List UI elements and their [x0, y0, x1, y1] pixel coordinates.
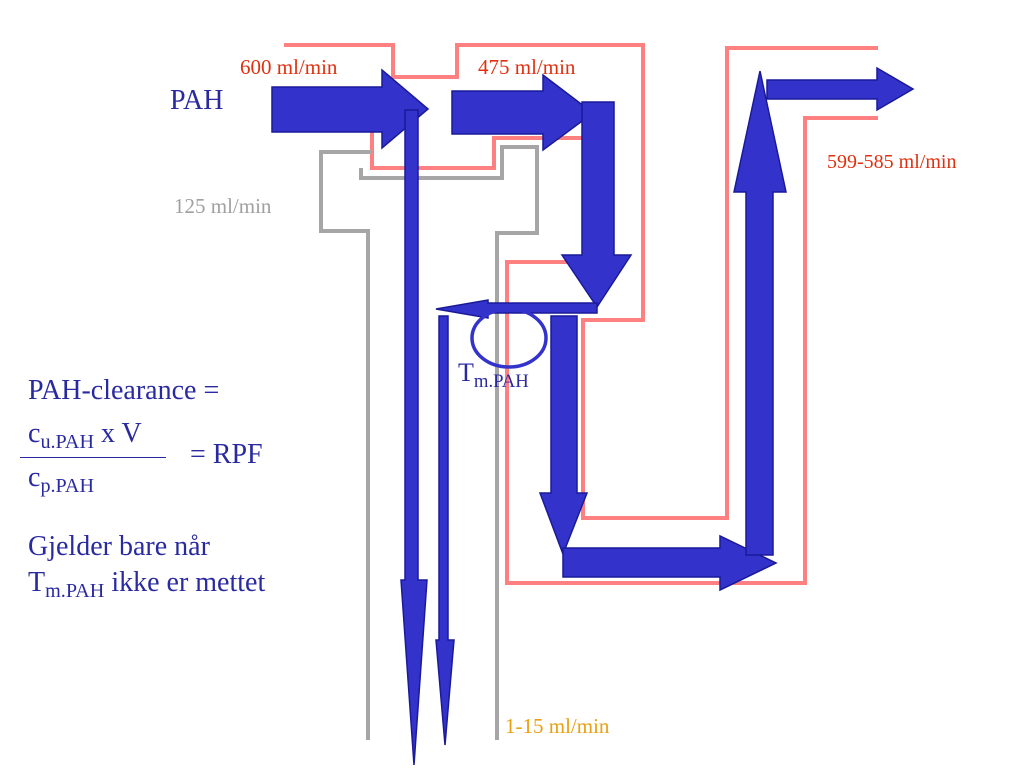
- urine-flow-label: 1-15 ml/min: [505, 714, 610, 738]
- denominator-subscript: p.PAH: [40, 475, 95, 498]
- secretion-down-arrow: [560, 101, 633, 309]
- fraction-bar: [20, 457, 166, 458]
- pah-label: PAH: [170, 85, 224, 116]
- flow-arrows: [271, 66, 915, 766]
- filtration-long-arrow: [400, 109, 428, 766]
- afferent-top-wall: [284, 43, 878, 520]
- tmax-label: Tm.PAH: [458, 358, 529, 391]
- numerator-base: c: [28, 418, 41, 449]
- denominator-base: c: [28, 462, 41, 493]
- tubule-right-arrow: [562, 534, 778, 592]
- validity-note-line2: Tm.PAH ikke er mettet: [28, 567, 266, 602]
- tubule-down-arrow: [538, 315, 589, 557]
- equation-lhs: PAH-clearance =: [28, 375, 220, 406]
- capsule-left-wall: [319, 150, 372, 740]
- filtration-label: 125 ml/min: [174, 194, 272, 218]
- numerator-subscript: u.PAH: [40, 431, 95, 454]
- equation-denominator: cp.PAH: [28, 462, 94, 497]
- efferent-bottom-wall: [370, 100, 602, 170]
- peritubular-flow-arrow: [451, 73, 595, 152]
- validity-note-line1: Gjelder bare når: [28, 531, 210, 562]
- venous-outflow-arrow: [766, 66, 915, 112]
- venous-up-arrow: [733, 70, 787, 556]
- numerator-rest: x V: [94, 418, 142, 449]
- renal-inflow-label: 600 ml/min: [240, 55, 338, 79]
- peritubular-flow-label: 475 ml/min: [478, 55, 576, 79]
- capsule-inner-wall: [359, 145, 539, 740]
- urine-thin-arrow: [435, 315, 455, 746]
- venous-outflow-label: 599-585 ml/min: [827, 151, 957, 173]
- tmax-symbol: T: [458, 358, 474, 387]
- equation-numerator: cu.PAH x V: [28, 418, 142, 453]
- note-rest: ikke er mettet: [104, 567, 266, 598]
- note-tmax-symbol: T: [28, 567, 46, 598]
- equation-rhs: = RPF: [190, 439, 263, 470]
- tmax-subscript: m.PAH: [473, 370, 529, 392]
- transporter-ellipse: [470, 307, 548, 369]
- note-tmax-subscript: m.PAH: [45, 580, 105, 603]
- capsule-wall-lines: [319, 145, 539, 740]
